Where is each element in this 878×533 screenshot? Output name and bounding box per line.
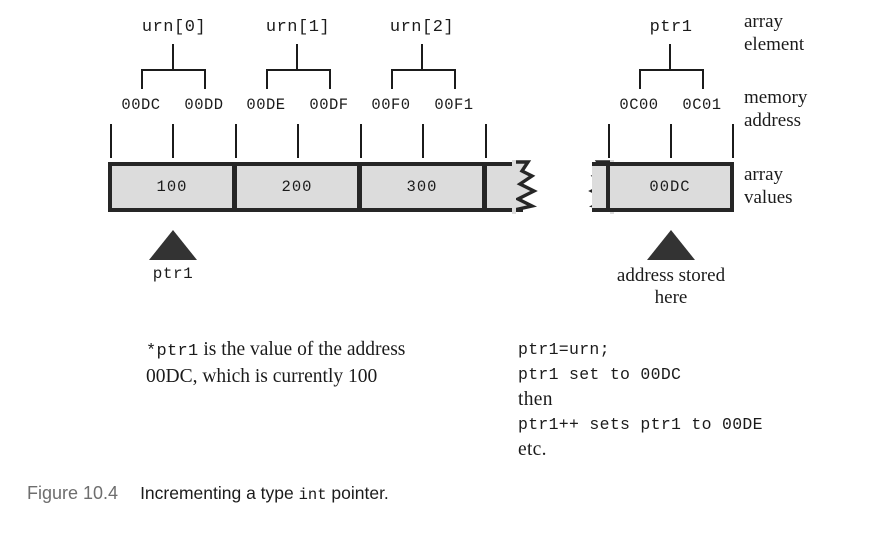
figure-caption-after: pointer.	[326, 483, 389, 503]
byte-tick-6	[485, 124, 487, 158]
memory-address-00DE: 00DE	[246, 96, 286, 114]
code-line-2: then	[518, 389, 553, 410]
code-line-0: ptr1=urn;	[518, 340, 610, 359]
bracket-leg-ptr-left	[639, 69, 641, 89]
explanation-left-line1: is the value of the address	[198, 339, 406, 360]
code-line-3: ptr1++ sets ptr1 to 00DE	[518, 415, 763, 434]
array-element-label-0: urn[0]	[141, 18, 207, 37]
array-element-label-1: urn[1]	[265, 18, 331, 37]
memory-cell-value-1: 200	[281, 178, 313, 196]
annotation-memory-address: memory address	[744, 87, 808, 131]
bracket-bar-ptr	[639, 69, 703, 71]
memory-address-0C01: 0C01	[682, 96, 722, 114]
pointer-element-label: ptr1	[649, 18, 693, 37]
break-zigzag-left-icon	[512, 160, 538, 214]
memory-cell-ptr1: 00DC	[606, 162, 734, 212]
bracket-leg-0-right	[204, 69, 206, 89]
bracket-stem-ptr	[669, 44, 671, 70]
pointer-marker-label-left: ptr1	[152, 265, 194, 283]
bracket-leg-ptr-right	[702, 69, 704, 89]
explanation-left: *ptr1 is the value of the address 00DC, …	[146, 337, 476, 389]
memory-cell-value-0: 100	[156, 178, 188, 196]
code-line-4: etc.	[518, 439, 547, 460]
byte-tick-2	[235, 124, 237, 158]
figure-caption: Figure 10.4 Incrementing a type int point…	[27, 483, 389, 504]
figure-number: Figure 10.4	[27, 483, 119, 503]
bracket-leg-2-left	[391, 69, 393, 89]
bracket-stem-0	[172, 44, 174, 70]
explanation-left-code: *ptr1	[146, 342, 199, 361]
byte-tick-0	[110, 124, 112, 158]
annotation-array-element: array element	[744, 11, 805, 55]
bracket-bar-1	[266, 69, 330, 71]
byte-tick-8	[670, 124, 672, 158]
byte-tick-1	[172, 124, 174, 158]
byte-tick-3	[297, 124, 299, 158]
figure-caption-code: int	[298, 486, 327, 504]
pointer-marker-label-right: address stored here	[616, 265, 726, 308]
bracket-stem-1	[296, 44, 298, 70]
code-line-1: ptr1 set to 00DC	[518, 365, 682, 384]
memory-address-0C00: 0C00	[619, 96, 659, 114]
explanation-right-code-block: ptr1=urn; ptr1 set to 00DC then ptr1++ s…	[518, 337, 838, 462]
pointer-triangle-left-icon	[149, 230, 197, 260]
byte-tick-5	[422, 124, 424, 158]
memory-address-00DC: 00DC	[121, 96, 161, 114]
bracket-leg-1-right	[329, 69, 331, 89]
byte-tick-4	[360, 124, 362, 158]
memory-address-00DD: 00DD	[184, 96, 224, 114]
memory-cell-urn1: 200	[233, 162, 361, 212]
byte-tick-7	[608, 124, 610, 158]
memory-cell-urn0: 100	[108, 162, 236, 212]
bracket-leg-0-left	[141, 69, 143, 89]
bracket-bar-2	[391, 69, 455, 71]
memory-address-00F0: 00F0	[371, 96, 411, 114]
memory-cell-value-2: 300	[406, 178, 438, 196]
bracket-bar-0	[141, 69, 205, 71]
figure-caption-before: Incrementing a type	[140, 483, 299, 503]
explanation-left-line2: 00DC, which is currently 100	[146, 366, 378, 387]
memory-address-00F1: 00F1	[434, 96, 474, 114]
array-element-label-2: urn[2]	[389, 18, 455, 37]
pointer-triangle-right-icon	[647, 230, 695, 260]
bracket-stem-2	[421, 44, 423, 70]
memory-cell-value-ptr: 00DC	[649, 178, 691, 196]
memory-address-00DF: 00DF	[309, 96, 349, 114]
bracket-leg-1-left	[266, 69, 268, 89]
byte-tick-9	[732, 124, 734, 158]
bracket-leg-2-right	[454, 69, 456, 89]
annotation-array-values: array values	[744, 164, 793, 208]
memory-cell-urn2: 300	[358, 162, 486, 212]
